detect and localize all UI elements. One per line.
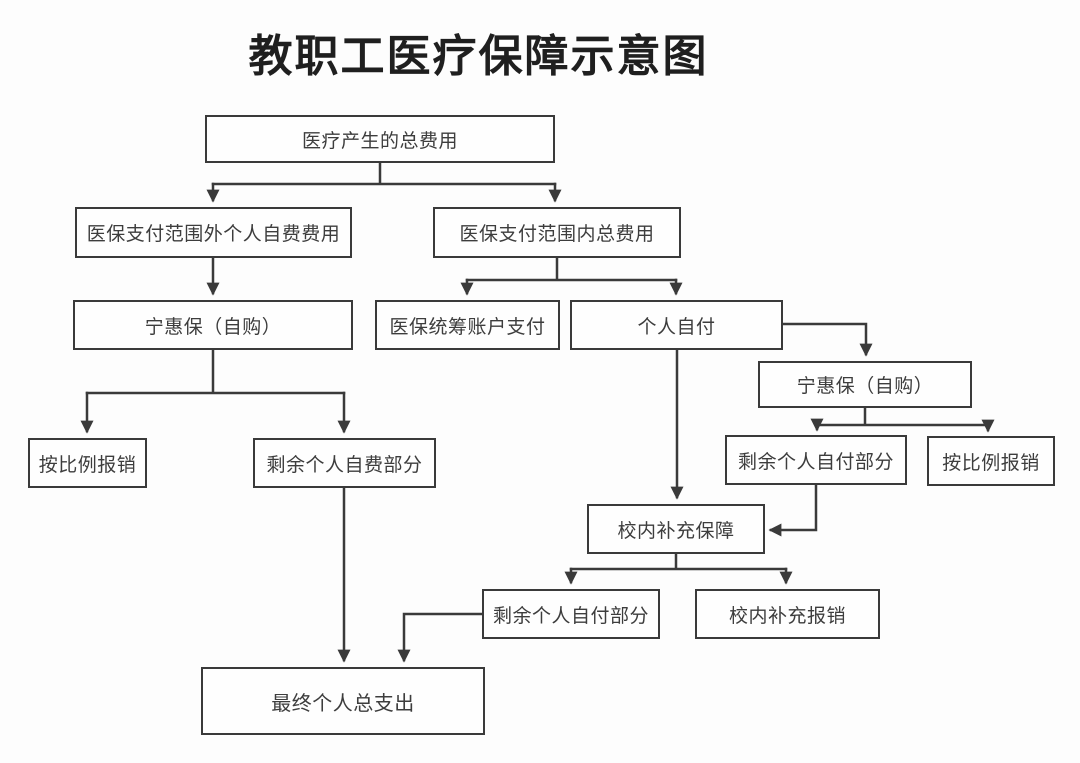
node-remaining-self-fee: 剩余个人自费部分 (253, 438, 436, 488)
node-outside-insurance-scope: 医保支付范围外个人自费费用 (75, 207, 352, 258)
edge-inside-split-bar (465, 256, 678, 282)
node-remaining-self-pay-right: 剩余个人自付部分 (725, 435, 907, 485)
edge-selfpay-to-ninghuibao-right (781, 322, 873, 357)
edge-remaining-pay-right-to-school-supplement (768, 483, 818, 537)
edge-ninghuibao-right-split-bar (815, 406, 990, 427)
node-remaining-self-pay-bottom: 剩余个人自付部分 (482, 589, 660, 639)
node-ratio-reimburse-left: 按比例报销 (28, 438, 147, 488)
node-pooled-account-payment: 医保统筹账户支付 (375, 300, 560, 350)
node-ninghuibao-left: 宁惠保（自购） (73, 300, 353, 350)
edge-total-split-bar (211, 160, 557, 186)
node-personal-self-pay: 个人自付 (570, 300, 783, 350)
edge-remaining-pay-bottom-to-final (397, 612, 484, 663)
node-ratio-reimburse-right: 按比例报销 (927, 436, 1055, 486)
edge-ninghuibao-left-split-bar (85, 348, 346, 395)
node-final-personal-total: 最终个人总支出 (201, 667, 485, 735)
node-inside-insurance-scope: 医保支付范围内总费用 (433, 207, 681, 258)
node-total-medical-cost: 医疗产生的总费用 (205, 115, 555, 163)
node-school-supplement-coverage: 校内补充保障 (587, 504, 765, 554)
diagram-title: 教职工医疗保障示意图 (248, 32, 709, 81)
edge-school-supplement-split-bar (569, 552, 788, 571)
node-ninghuibao-right: 宁惠保（自购） (758, 361, 972, 408)
node-school-supplement-reimburse: 校内补充报销 (695, 589, 880, 639)
